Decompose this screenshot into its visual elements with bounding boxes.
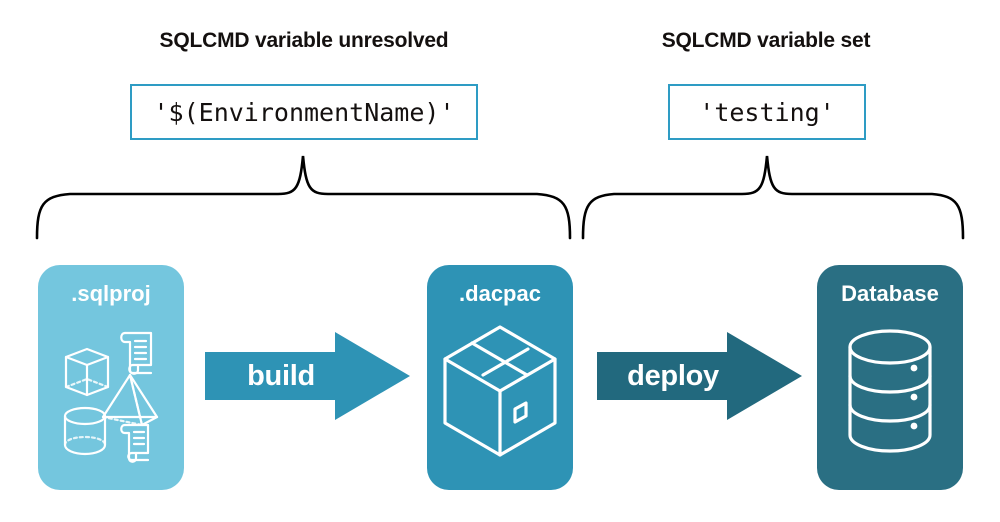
scroll-icon [120, 331, 153, 375]
dacpac-artwork [443, 325, 557, 457]
code-box-environment-name: '$(EnvironmentName)' [130, 84, 478, 140]
heading-sqlcmd-variable-unresolved: SQLCMD variable unresolved [159, 29, 449, 52]
stage-box-database: Database [817, 265, 963, 490]
code-box-testing: 'testing' [668, 84, 866, 140]
stage-box-dacpac: .dacpac [427, 265, 573, 490]
package-box-icon [443, 325, 557, 457]
build-arrow-icon [205, 332, 410, 420]
brace-right-icon [581, 155, 965, 240]
cube-icon [64, 347, 110, 397]
arrow-build: build [205, 330, 410, 422]
stage-label-dacpac: .dacpac [459, 281, 541, 306]
database-artwork [848, 329, 932, 453]
sqlproj-artwork [63, 331, 159, 463]
arrow-deploy: deploy [597, 330, 802, 422]
cylinder-icon [63, 406, 107, 456]
pyramid-icon [101, 373, 159, 427]
brace-left-icon [35, 155, 572, 240]
stage-label-database: Database [841, 281, 939, 306]
stage-box-sqlproj: .sqlproj [38, 265, 184, 490]
deploy-arrow-icon [597, 332, 802, 420]
scroll-icon [120, 423, 150, 463]
stage-label-sqlproj: .sqlproj [71, 281, 151, 306]
heading-sqlcmd-variable-set: SQLCMD variable set [661, 29, 871, 52]
database-cylinder-icon [848, 329, 932, 453]
